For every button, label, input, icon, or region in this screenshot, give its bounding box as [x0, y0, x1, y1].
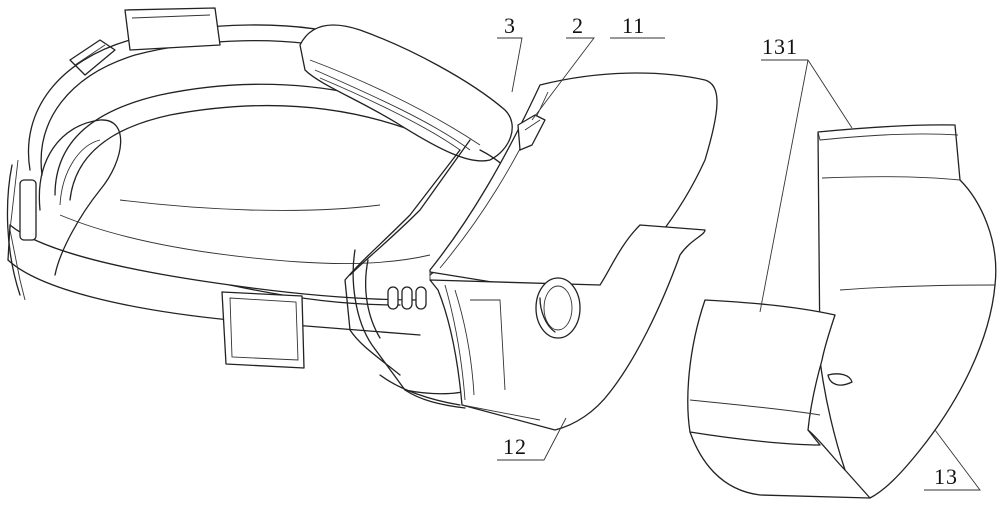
forehead-pad: [300, 25, 512, 161]
label-2: 2: [572, 13, 584, 38]
side-strap-buckle: [222, 292, 304, 368]
label-13: 13: [934, 464, 958, 489]
label-3: 3: [504, 13, 516, 38]
label-12: 12: [503, 434, 527, 459]
top-strap-buckle: [70, 8, 220, 75]
label-11: 11: [622, 13, 645, 38]
detached-cover-13: [688, 125, 996, 498]
label-131: 131: [762, 34, 798, 59]
